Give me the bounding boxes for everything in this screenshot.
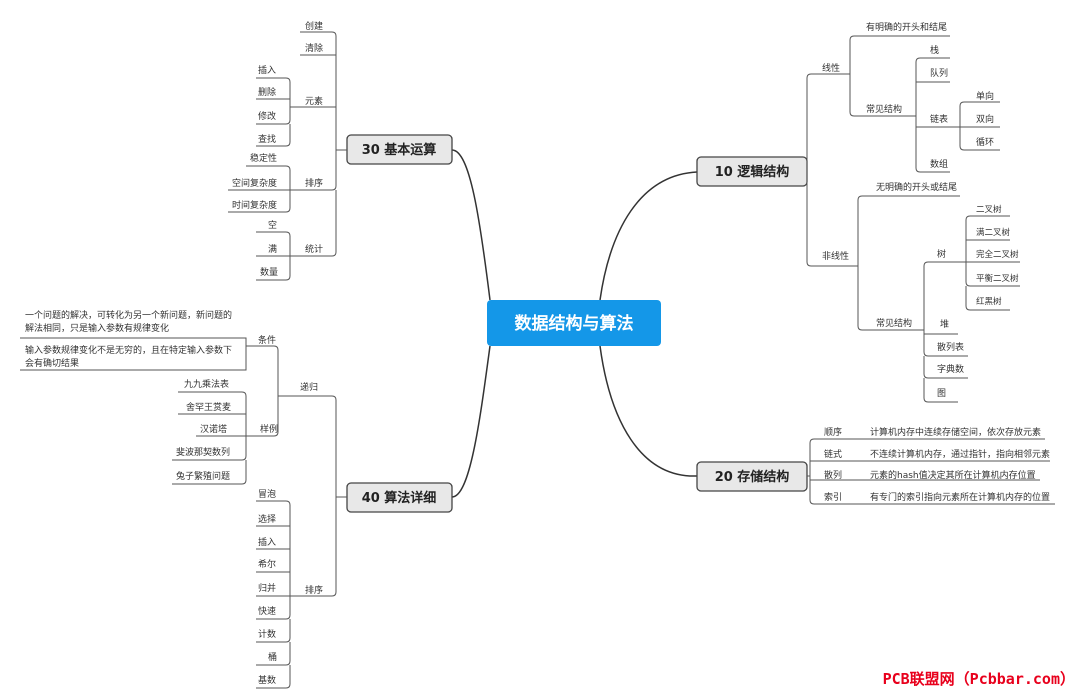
logic-linear: 线性: [822, 62, 840, 74]
storage-val-2: 元素的hash值决定其所在计算机内存位置: [870, 469, 1036, 481]
algo-sort: 排序: [305, 584, 323, 596]
center-title: 数据结构与算法: [515, 313, 634, 334]
algo-sort-0: 冒泡: [258, 488, 276, 500]
basic-create: 创建: [305, 20, 323, 32]
storage-key-0: 顺序: [824, 426, 842, 438]
branch-basic[interactable]: 30 基本运算: [346, 134, 453, 165]
logic-nonlinear-desc: 无明确的开头或结尾: [876, 181, 957, 193]
logic-graph: 图: [937, 388, 946, 399]
basic-modify: 修改: [258, 110, 276, 122]
logic-common: 常见结构: [866, 103, 902, 115]
logic-linked: 链表: [930, 113, 948, 125]
basic-sort: 排序: [305, 177, 323, 189]
algo-subtree: 递归 条件 一个问题的解决，可转化为另一个新问题，新问题的 解法相同，只是输入参…: [20, 309, 347, 689]
basic-delete: 删除: [258, 86, 276, 98]
logic-double: 双向: [976, 113, 994, 125]
branch-storage[interactable]: 20 存储结构: [696, 461, 808, 492]
center-node[interactable]: 数据结构与算法: [487, 300, 661, 346]
basic-stability: 稳定性: [250, 152, 277, 164]
basic-empty: 空: [268, 219, 277, 231]
algo-sort-1: 选择: [258, 513, 276, 525]
algo-recursion: 递归: [300, 381, 318, 393]
storage-subtree: 顺序 计算机内存中连续存储空间，依次存放元素 链式 不连续计算机内存，通过指针，…: [807, 426, 1055, 505]
basic-element: 元素: [305, 95, 323, 107]
algo-sort-4: 归并: [258, 582, 276, 594]
algo-sort-8: 基数: [258, 674, 276, 686]
basic-stat: 统计: [305, 243, 323, 255]
tree-item-3: 平衡二叉树: [976, 273, 1019, 284]
branch-logic-label: 10 逻辑结构: [715, 164, 790, 180]
algo-example-0: 九九乘法表: [184, 378, 229, 390]
algo-example-1: 舍罕王赏麦: [186, 401, 231, 413]
tree-item-4: 红黑树: [976, 296, 1002, 307]
branch-logic[interactable]: 10 逻辑结构: [696, 156, 808, 187]
logic-heap: 堆: [940, 319, 949, 330]
tree-item-0: 二叉树: [976, 204, 1002, 215]
basic-time: 时间复杂度: [232, 199, 277, 211]
storage-key-3: 索引: [824, 491, 842, 503]
tree-item-2: 完全二叉树: [976, 249, 1019, 260]
storage-val-3: 有专门的索引指向元素所在计算机内存的位置: [870, 491, 1050, 503]
logic-hash: 散列表: [937, 341, 964, 353]
storage-val-1: 不连续计算机内存，通过指针，指向相邻元素: [870, 448, 1050, 460]
logic-trie: 字典数: [937, 363, 964, 375]
algo-sort-3: 希尔: [258, 558, 276, 570]
logic-linear-desc: 有明确的开头和结尾: [866, 21, 947, 33]
logic-tree: 树: [937, 248, 946, 260]
branch-basic-label: 30 基本运算: [362, 142, 437, 158]
watermark-text: PCB联盟网（Pcbbar.com）: [883, 670, 1075, 688]
algo-cond1-line2: 解法相同，只是输入参数有规律变化: [25, 322, 169, 334]
algo-sort-5: 快速: [258, 605, 276, 617]
logic-single: 单向: [976, 90, 994, 102]
storage-val-0: 计算机内存中连续存储空间，依次存放元素: [870, 426, 1041, 438]
branch-algo[interactable]: 40 算法详细: [346, 482, 453, 513]
storage-key-1: 链式: [824, 448, 842, 460]
logic-nonlinear: 非线性: [822, 250, 849, 262]
tree-item-1: 满二叉树: [976, 227, 1011, 238]
basic-insert: 插入: [258, 64, 276, 76]
algo-cond2-line1: 输入参数规律变化不是无穷的，且在特定输入参数下: [25, 344, 232, 356]
main-connectors: [451, 149, 698, 498]
algo-sort-2: 插入: [258, 536, 276, 548]
logic-loop: 循环: [976, 136, 994, 148]
algo-sort-7: 桶: [268, 651, 277, 663]
basic-clear: 清除: [305, 42, 323, 54]
algo-cond2-line2: 会有确切结果: [25, 357, 79, 369]
logic-subtree: 线性 有明确的开头和结尾 常见结构 栈 队列 链表 单向 双向 循环 数组 非线…: [806, 21, 1020, 403]
basic-count: 数量: [260, 266, 278, 278]
basic-full: 满: [268, 244, 277, 255]
algo-example: 样例: [260, 423, 278, 435]
logic-common2: 常见结构: [876, 317, 912, 329]
storage-key-2: 散列: [824, 469, 842, 481]
logic-stack: 栈: [930, 44, 939, 56]
algo-condition: 条件: [258, 334, 276, 346]
branch-storage-label: 20 存储结构: [715, 469, 790, 485]
logic-array: 数组: [930, 158, 948, 170]
basic-subtree: 创建 清除 元素 插入 删除 修改 查找 排序 稳定性 空间复杂度 时间复杂度 …: [228, 20, 347, 281]
logic-queue: 队列: [930, 67, 948, 79]
basic-find: 查找: [258, 133, 276, 145]
branch-algo-label: 40 算法详细: [362, 490, 437, 506]
algo-example-3: 斐波那契数列: [176, 446, 230, 458]
algo-example-2: 汉诺塔: [200, 423, 227, 435]
basic-space: 空间复杂度: [232, 177, 277, 189]
algo-example-4: 兔子繁殖问题: [176, 470, 230, 482]
algo-sort-6: 计数: [258, 628, 276, 640]
algo-cond1-line1: 一个问题的解决，可转化为另一个新问题，新问题的: [25, 309, 232, 321]
